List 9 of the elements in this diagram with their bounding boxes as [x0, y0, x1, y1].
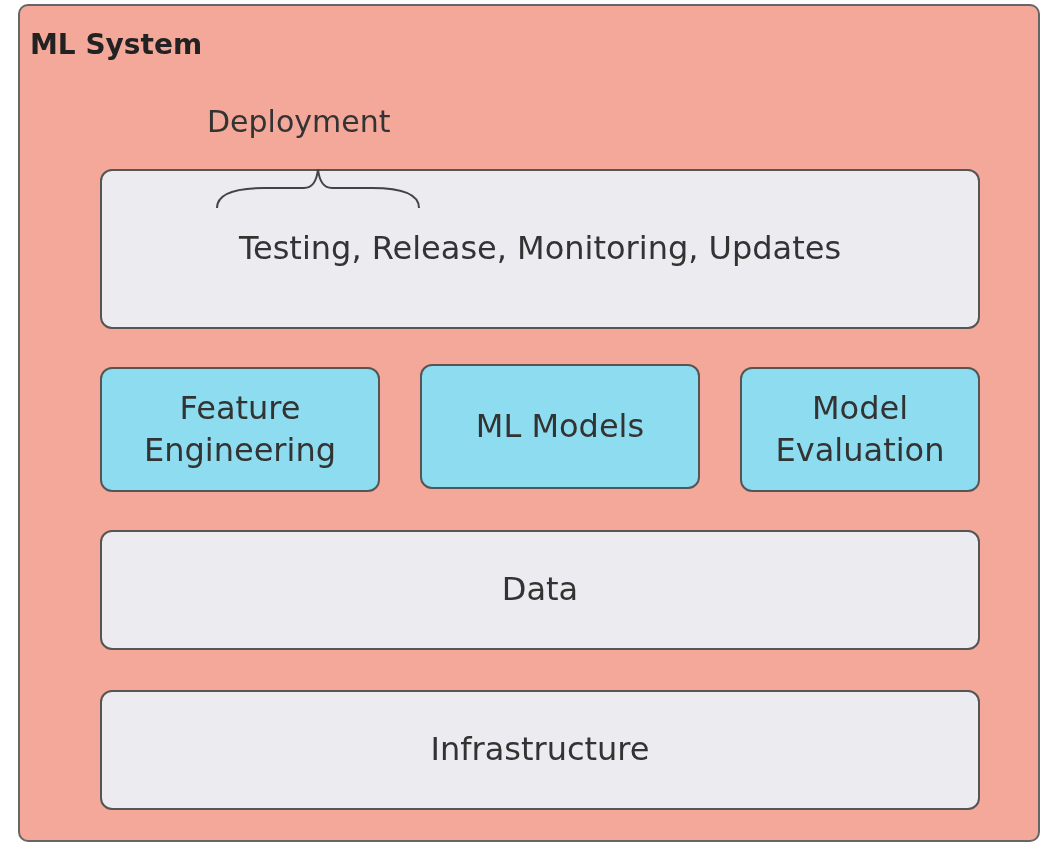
bracket-label: Deployment [207, 104, 391, 139]
panel-title: ML System [30, 28, 203, 61]
system-panel [18, 4, 1040, 842]
component-box: ML Models [420, 364, 700, 489]
layer-box: Testing, Release, Monitoring, Updates [100, 169, 980, 329]
layer-box: Data [100, 530, 980, 650]
component-box: Feature Engineering [100, 367, 380, 492]
layer-box: Infrastructure [100, 690, 980, 810]
component-box: Model Evaluation [740, 367, 980, 492]
